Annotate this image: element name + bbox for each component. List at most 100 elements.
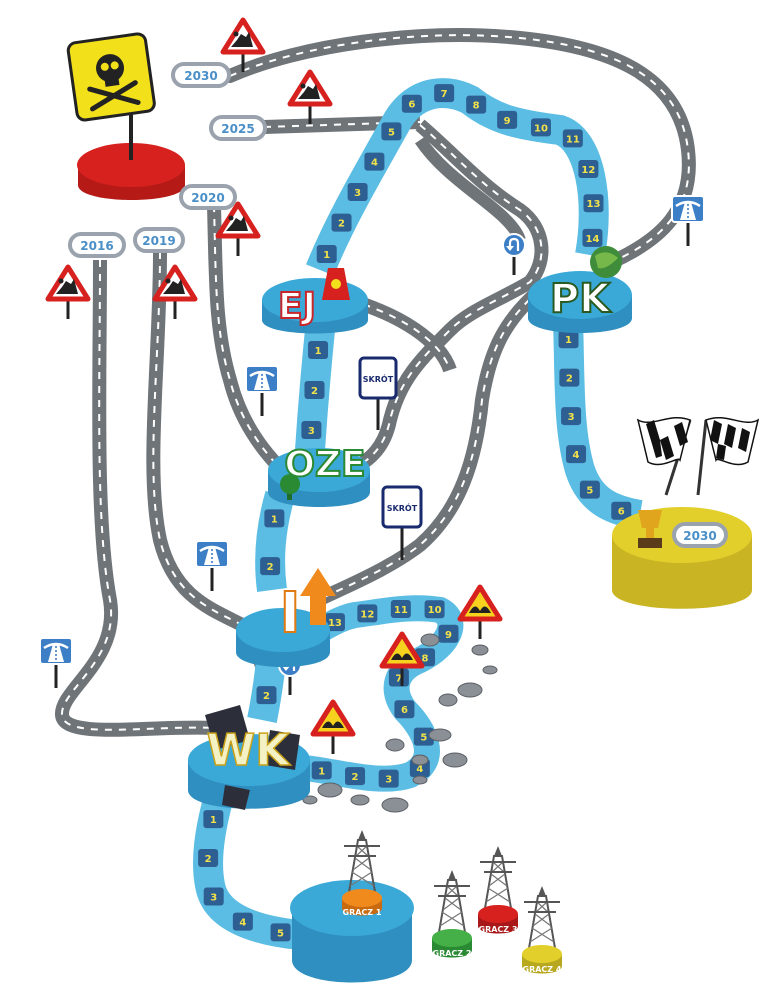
- track-space-number: 1: [318, 766, 325, 777]
- track-space[interactable]: 12: [578, 159, 599, 178]
- shortcut-sign-2[interactable]: SKRÓT: [381, 485, 423, 560]
- track-space-number: 5: [388, 127, 395, 138]
- motorway-icon: [670, 194, 706, 248]
- track-space-number: 2: [267, 562, 274, 573]
- track-space[interactable]: 1: [316, 245, 337, 264]
- track-space[interactable]: 9: [438, 624, 459, 643]
- track-space-number: 1: [323, 250, 330, 261]
- track-space[interactable]: 1: [558, 330, 579, 349]
- hub-oze[interactable]: OZE: [268, 443, 370, 507]
- track-space[interactable]: 1: [264, 509, 285, 528]
- track-space-number: 12: [581, 165, 595, 176]
- year-2030-finish[interactable]: 2030: [672, 522, 728, 548]
- shortcut-sign-1[interactable]: SKRÓT: [358, 356, 398, 430]
- track-space-number: 4: [371, 158, 378, 169]
- track-space[interactable]: 2: [331, 213, 352, 232]
- track-space[interactable]: 9: [497, 110, 518, 129]
- player-2[interactable]: GRACZ 2: [432, 869, 472, 958]
- power-pylon-icon: [479, 845, 517, 915]
- track-space-number: 3: [354, 188, 361, 199]
- track-space[interactable]: 3: [378, 769, 399, 788]
- track-space[interactable]: 4: [364, 152, 385, 171]
- track-space-number: 3: [308, 426, 315, 437]
- track-space[interactable]: 13: [583, 194, 604, 213]
- track-space[interactable]: 1: [203, 810, 224, 829]
- track-space-number: 13: [328, 618, 342, 629]
- track-space-number: 3: [210, 892, 217, 903]
- track-space[interactable]: 2: [256, 686, 277, 705]
- falling-rocks-icon: [290, 72, 330, 124]
- track-space[interactable]: 2: [260, 557, 281, 576]
- track-space[interactable]: 2: [345, 767, 366, 786]
- track-space-number: 3: [385, 775, 392, 786]
- track-space-number: 1: [565, 335, 572, 346]
- track-space[interactable]: 13: [324, 613, 345, 632]
- track-space[interactable]: 8: [466, 95, 487, 114]
- track-space-number: 1: [210, 815, 217, 826]
- track-space[interactable]: 3: [301, 420, 322, 439]
- track-space-number: 2: [263, 691, 270, 702]
- coal-icon: [205, 705, 300, 810]
- svg-text:2016: 2016: [80, 239, 113, 253]
- year-2020[interactable]: 2020: [179, 184, 237, 210]
- svg-text:GRACZ 4: GRACZ 4: [523, 965, 562, 974]
- track-space[interactable]: 12: [357, 604, 378, 623]
- track-space-number: 7: [395, 674, 402, 685]
- year-markers: 2030 2025 2020 2019 2016: [68, 62, 267, 258]
- motorway-icon: [38, 636, 74, 690]
- svg-text:2025: 2025: [221, 122, 254, 136]
- track-space[interactable]: 14: [582, 228, 603, 247]
- track-space-number: 5: [586, 486, 593, 497]
- svg-text:SKRÓT: SKRÓT: [387, 502, 418, 513]
- player-3[interactable]: GRACZ 3: [478, 845, 518, 934]
- player-4[interactable]: GRACZ 4: [522, 885, 562, 974]
- road-2019: [146, 251, 252, 635]
- track-space[interactable]: 11: [562, 129, 583, 148]
- year-2019[interactable]: 2019: [133, 227, 185, 253]
- track-space[interactable]: 1: [311, 761, 332, 780]
- track-space-number: 11: [566, 134, 580, 145]
- reactor-icon: [322, 268, 350, 300]
- track-space[interactable]: 7: [388, 668, 409, 687]
- track-space[interactable]: 3: [203, 887, 224, 906]
- track-space-number: 4: [573, 450, 580, 461]
- year-2025[interactable]: 2025: [209, 115, 267, 141]
- track-space[interactable]: 5: [270, 923, 291, 942]
- player-1[interactable]: GRACZ 1: [342, 829, 382, 917]
- track-space[interactable]: 10: [424, 600, 445, 619]
- track-space[interactable]: 3: [561, 407, 582, 426]
- track-space[interactable]: 5: [381, 122, 402, 141]
- hub-ej[interactable]: EJ: [262, 268, 368, 334]
- motorway-icon: [194, 539, 230, 593]
- hub-wk[interactable]: WK: [188, 705, 310, 810]
- track-space[interactable]: 11: [390, 600, 411, 619]
- track-space[interactable]: 1: [308, 340, 329, 359]
- arrow-up-icon: [300, 568, 336, 625]
- year-2030-top[interactable]: 2030: [171, 62, 231, 88]
- track-space[interactable]: 5: [579, 480, 600, 499]
- track-space-number: 5: [277, 928, 284, 939]
- track-space[interactable]: 2: [559, 368, 580, 387]
- hub-pk[interactable]: PK: [528, 246, 632, 333]
- track-space[interactable]: 7: [434, 84, 455, 103]
- track-space[interactable]: 10: [530, 118, 551, 137]
- svg-text:2020: 2020: [191, 191, 224, 205]
- track-space[interactable]: 3: [347, 182, 368, 201]
- hub-i[interactable]: I: [236, 568, 336, 667]
- track-space[interactable]: 2: [198, 848, 219, 867]
- track-space-number: 9: [504, 116, 511, 127]
- motorway-icon: [244, 364, 280, 418]
- track-space[interactable]: 6: [401, 94, 422, 113]
- track-space[interactable]: 2: [304, 380, 325, 399]
- track-space[interactable]: 6: [611, 501, 632, 520]
- track-space-number: 6: [618, 507, 625, 518]
- year-2016[interactable]: 2016: [68, 232, 126, 258]
- track-space[interactable]: 5: [413, 727, 434, 746]
- track-space[interactable]: 4: [232, 912, 253, 931]
- track-space[interactable]: 4: [566, 445, 587, 464]
- bumpy-road-icon: [460, 587, 500, 639]
- finish-area[interactable]: 2030: [612, 417, 760, 609]
- track-space-number: 4: [239, 918, 246, 929]
- track-space[interactable]: 6: [394, 700, 415, 719]
- track-space-number: 8: [473, 101, 480, 112]
